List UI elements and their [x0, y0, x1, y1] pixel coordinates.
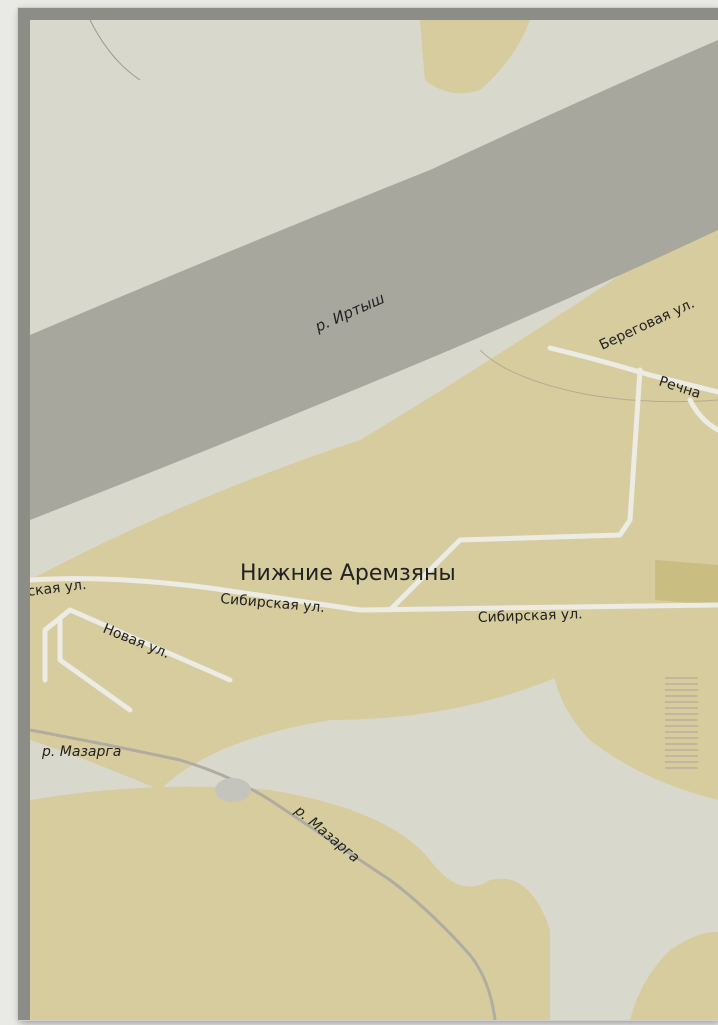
field-polygon — [655, 560, 718, 605]
river-mazarga — [30, 728, 497, 1020]
road-rechnaya — [387, 367, 643, 613]
road-beregovaya — [547, 345, 718, 395]
settlement-area — [30, 210, 718, 790]
road-right-spur — [687, 397, 718, 433]
road-branch-2 — [57, 617, 133, 713]
pond — [215, 778, 251, 802]
road-sibirskaya — [30, 576, 718, 613]
map-canvas[interactable]: р. Иртыш Береговая ул. Речна Нижние Арем… — [30, 20, 718, 1020]
label-settlement: Нижние Аремзяны — [240, 561, 456, 586]
river-irtysh — [30, 40, 718, 520]
label-river-mazarga-1: р. Мазарга — [41, 744, 121, 760]
roads — [30, 345, 718, 713]
road-novaya — [67, 607, 233, 683]
field-bottom — [30, 786, 550, 1020]
map-viewport[interactable]: р. Иртыш Береговая ул. Речна Нижние Арем… — [30, 20, 718, 1020]
field-right — [550, 610, 718, 800]
zoom-scale-control[interactable] — [665, 677, 698, 769]
field-bottom-right — [630, 931, 718, 1020]
path-top — [89, 20, 141, 81]
label-sibirskaya-street-left: ская ул. — [30, 577, 87, 600]
label-sibirskaya-street-2: Сибирская ул. — [478, 606, 583, 626]
road-branch-1 — [42, 607, 73, 683]
track-river-edge — [479, 349, 718, 403]
field-top — [420, 20, 530, 94]
